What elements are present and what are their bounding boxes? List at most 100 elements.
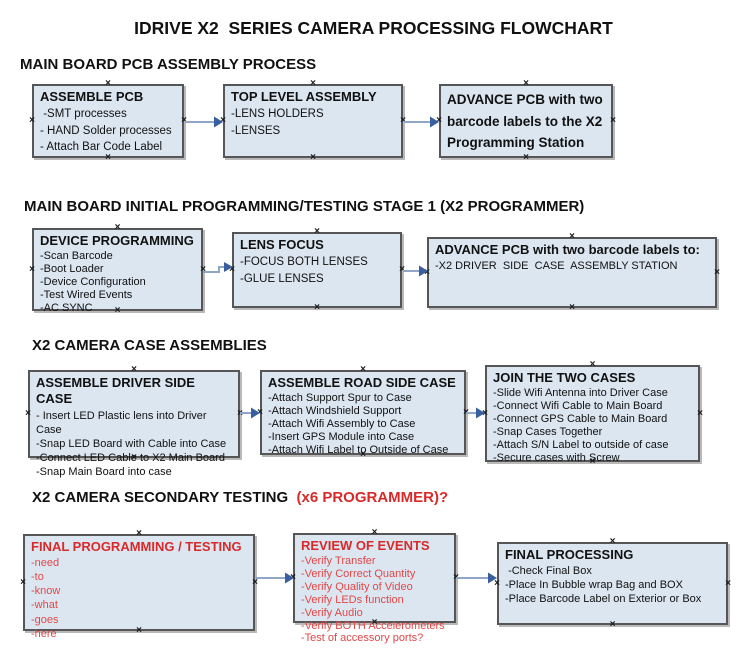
- flow-box-final-programming-testing: FINAL PROGRAMMING / TESTING -need-to-kno…: [20, 529, 258, 640]
- page-title: IDRIVE X2 SERIES CAMERA PROCESSING FLOWC…: [134, 18, 613, 38]
- box-item: -Connect Wifi Cable to Main Board: [493, 400, 663, 413]
- box-item: -Test Wired Events: [40, 288, 133, 301]
- anchor-top-icon: ×: [314, 226, 320, 237]
- flow-box-advance-pcb-programming-station: ADVANCE PCB with two barcode labels to t…: [436, 79, 616, 163]
- box-item: -Attach Wifi Assembly to Case: [268, 417, 416, 430]
- box-item: - Attach Bar Code Label: [40, 140, 163, 153]
- flow-box-assemble-road-side-case: ASSEMBLE ROAD SIDE CASE -Attach Support …: [257, 365, 469, 460]
- anchor-top-icon: ×: [569, 231, 575, 242]
- box-item: -Connect GPS Cable to Main Board: [493, 412, 668, 425]
- box-item: -Verify BOTH Accelerometers: [301, 619, 445, 632]
- box-item: -Verify Quality of Video: [301, 580, 413, 593]
- box-items: -Attach Support Spur to Case-Attach Wind…: [268, 392, 458, 456]
- anchor-left-icon: ×: [29, 263, 35, 275]
- flow-box-assemble-pcb: ASSEMBLE PCB -SMT processes - HAND Solder…: [29, 79, 187, 163]
- box-item: -Verify LEDs function: [301, 593, 404, 606]
- box-items: -SMT processes - HAND Solder processes - A…: [40, 106, 176, 155]
- anchor-top-icon: ×: [609, 536, 616, 547]
- flow-box-advance-pcb-case-assembly: ADVANCE PCB with two barcode labels to: …: [424, 232, 720, 313]
- arrow-finalprog-to-review: [256, 572, 294, 584]
- box-items: -X2 DRIVER SIDE CASE ASSEMBLY STATION: [435, 259, 709, 273]
- box-item: - HAND Solder processes: [40, 124, 172, 137]
- box-item: -Place In Bubble wrap Bag and BOX: [505, 579, 683, 592]
- box-title: JOIN THE TWO CASES: [493, 370, 636, 385]
- box-items: -Scan Barcode-Boot Loader-Device Configu…: [40, 250, 195, 314]
- box-item: -AC SYNC: [40, 301, 93, 314]
- flow-box-review-of-events: REVIEW OF EVENTS -Verify Transfer-Verify…: [290, 528, 459, 645]
- box-item: -know: [31, 585, 61, 598]
- box-item: -Secure cases with Screw: [493, 451, 620, 464]
- box-title: ASSEMBLE DRIVER SIDE CASE: [36, 375, 199, 407]
- box-title: ASSEMBLE PCB: [40, 89, 144, 104]
- arrow-assemble-to-toplevel: [185, 116, 223, 128]
- arrow-lensfocus-to-advance: [403, 265, 428, 277]
- anchor-left-icon: ×: [29, 115, 35, 126]
- box-item: -Slide Wifi Antenna into Driver Case: [493, 387, 668, 400]
- box-item: -X2 DRIVER SIDE CASE ASSEMBLY STATION: [435, 260, 678, 273]
- anchor-bottom-icon: ×: [569, 302, 575, 313]
- box-title: LENS FOCUS: [240, 237, 324, 252]
- box-item: -Attach S/N Label to outside of case: [493, 438, 669, 451]
- box-item: -what: [31, 599, 58, 612]
- box-item: -SMT processes: [40, 108, 127, 121]
- box-item: -to: [31, 571, 44, 584]
- box-item: -LENSES: [231, 124, 281, 137]
- box-item: -Insert GPS Module into Case: [268, 430, 415, 443]
- box-item: -Verify Audio: [301, 606, 363, 619]
- arrow-driver-to-road: [240, 407, 260, 419]
- anchor-bottom-icon: ×: [314, 302, 320, 313]
- anchor-top-icon: ×: [589, 359, 596, 370]
- anchor-top-icon: ×: [360, 364, 366, 375]
- box-title: TOP LEVEL ASSEMBLY: [231, 89, 377, 104]
- box-title: ADVANCE PCB with two barcode labels to t…: [447, 92, 607, 151]
- box-item: - Insert LED Plastic lens into Driver Ca…: [36, 409, 210, 436]
- anchor-left-icon: ×: [20, 576, 26, 588]
- box-item: -Test of accessory ports?: [301, 632, 424, 645]
- flow-box-assemble-driver-side-case: ASSEMBLE DRIVER SIDE CASE - Insert LED P…: [25, 365, 243, 478]
- box-item: -Verify Correct Quantity: [301, 568, 416, 581]
- arrow-road-to-join: [466, 407, 485, 419]
- anchor-bottom-icon: ×: [609, 619, 616, 630]
- flow-box-lens-focus: LENS FOCUS -FOCUS BOTH LENSES-GLUE LENSE…: [229, 227, 405, 313]
- section-heading-red-part: (x6 PROGRAMMER)?: [288, 489, 449, 506]
- box-item: -Snap Main Board into case: [36, 465, 172, 478]
- anchor-top-icon: ×: [131, 364, 137, 375]
- anchor-bottom-icon: ×: [523, 152, 529, 163]
- anchor-top-icon: ×: [310, 78, 316, 89]
- arrow-review-to-finalprocessing: [456, 572, 497, 584]
- anchor-right-icon: ×: [714, 266, 720, 278]
- anchor-left-icon: ×: [25, 408, 31, 419]
- box-item: -Attach Wifi Label to Outside of Case: [268, 443, 449, 456]
- anchor-top-icon: ×: [523, 78, 529, 89]
- box-title: FINAL PROCESSING: [505, 547, 634, 562]
- box-item: -here: [31, 627, 57, 640]
- anchor-bottom-icon: ×: [310, 152, 316, 163]
- box-items: -Slide Wifi Antenna into Driver Case-Con…: [493, 387, 692, 464]
- box-items: -Check Final Box-Place In Bubble wrap Ba…: [505, 564, 720, 606]
- section-heading-pcb-assembly: MAIN BOARD PCB ASSEMBLY PROCESS: [20, 56, 317, 73]
- box-item: -Boot Loader: [40, 263, 104, 276]
- box-items: -LENS HOLDERS-LENSES: [231, 106, 395, 139]
- box-items: -need-to-know-what-goes-here: [31, 556, 247, 640]
- anchor-right-icon: ×: [725, 577, 731, 589]
- box-item: -Attach Windshield Support: [268, 405, 402, 418]
- box-title: REVIEW OF EVENTS: [301, 538, 430, 553]
- section-heading-black-part: X2 CAMERA SECONDARY TESTING: [32, 489, 289, 506]
- anchor-top-icon: ×: [371, 527, 378, 538]
- anchor-right-icon: ×: [610, 115, 616, 126]
- box-title: ASSEMBLE ROAD SIDE CASE: [268, 375, 456, 390]
- flow-box-top-level-assembly: TOP LEVEL ASSEMBLY -LENS HOLDERS-LENSES …: [220, 79, 406, 163]
- arrow-device-to-lensfocus: [203, 262, 233, 273]
- anchor-right-icon: ×: [697, 407, 703, 419]
- arrow-toplevel-to-advance: [404, 116, 439, 128]
- box-item: -goes: [31, 613, 59, 626]
- flow-box-final-processing: FINAL PROCESSING -Check Final Box-Place …: [494, 537, 731, 630]
- section-heading-secondary-testing: X2 CAMERA SECONDARY TESTING (x6 PROGRAMM…: [32, 489, 448, 506]
- anchor-top-icon: ×: [114, 222, 121, 233]
- box-items: -Verify Transfer-Verify Correct Quantity…: [301, 555, 448, 645]
- box-item: -Verify Transfer: [301, 555, 376, 568]
- anchor-top-icon: ×: [105, 78, 111, 89]
- section-heading-case-assemblies: X2 CAMERA CASE ASSEMBLIES: [32, 337, 267, 354]
- box-item: -FOCUS BOTH LENSES: [240, 256, 368, 269]
